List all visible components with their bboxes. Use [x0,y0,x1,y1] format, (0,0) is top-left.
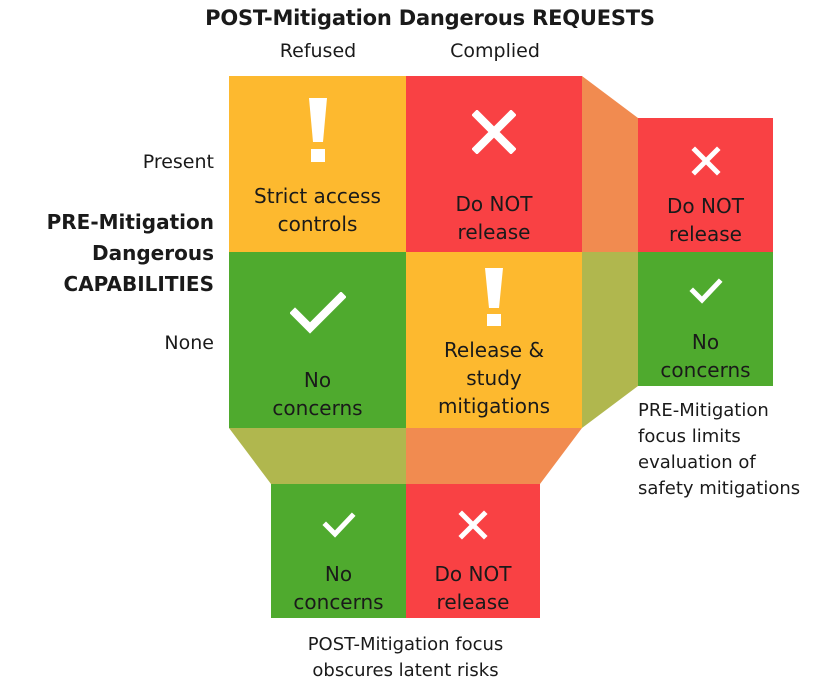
note-line4: safety mitigations [638,478,801,499]
cell-text-line1: Do NOT [667,194,744,218]
check-icon [688,278,723,304]
cell-text-line1: No [691,330,720,354]
cell-present-complied: Do NOT release [406,76,582,252]
x-icon [458,510,488,540]
bottom-panel-left-cell: No concerns [271,484,406,618]
cell-none-complied: Release & study mitigations [406,252,582,428]
check-icon [321,512,356,538]
row-header-none: None [164,332,214,354]
row-axis-line3: CAPABILITIES [63,272,214,296]
cell-text-line1: Release & [443,338,545,362]
check-icon [289,292,346,334]
note-line2: obscures latent risks [312,660,499,681]
note-line3: evaluation of [638,452,756,473]
row-header-present: Present [142,151,214,173]
column-header-refused: Refused [279,40,357,62]
cell-text-line1: No [303,368,332,392]
cell-text-line1: Do NOT [434,562,512,586]
exclamation-icon [485,268,503,326]
cell-text-line1: No [324,562,353,586]
x-icon [690,146,721,176]
cell-text-line2: study [466,366,522,390]
cell-text-line3: mitigations [437,394,551,418]
connector-right-top [582,76,638,252]
cell-none-refused: No concerns [229,252,406,428]
connector-bottom-left [229,428,406,484]
diagram-title: POST-Mitigation Dangerous REQUESTS [205,6,655,30]
right-panel-note: PRE-Mitigation focus limits evaluation o… [638,398,828,502]
row-axis-line2: Dangerous [92,241,214,265]
cell-text-line1: Do NOT [455,192,533,216]
row-axis-line1: PRE-Mitigation [46,210,214,234]
connector-right-bottom [582,252,638,428]
cell-text-line2: controls [277,212,358,236]
note-line1: PRE-Mitigation [638,400,769,421]
exclamation-icon [308,98,327,162]
bottom-panel-right-cell: Do NOT release [406,484,540,618]
cell-text-line2: release [436,590,510,614]
row-axis-label: PRE-Mitigation Dangerous CAPABILITIES [0,207,214,300]
column-header-complied: Complied [450,40,540,62]
x-icon [472,110,516,154]
cell-present-refused: Strict access controls [229,76,406,252]
bottom-panel-note: POST-Mitigation focus obscures latent ri… [229,632,582,684]
cell-text-line2: concerns [272,396,363,420]
cell-text-line2: release [457,220,531,244]
note-line2: focus limits [638,426,741,447]
cell-text-line1: Strict access [254,184,381,208]
right-panel-top-cell: Do NOT release [638,118,773,252]
connector-bottom-right [406,428,582,484]
right-panel-bottom-cell: No concerns [638,252,773,386]
cell-text-line2: concerns [293,590,384,614]
cell-text-line2: release [669,222,742,246]
cell-text-line2: concerns [660,358,751,382]
note-line1: POST-Mitigation focus [307,634,504,655]
